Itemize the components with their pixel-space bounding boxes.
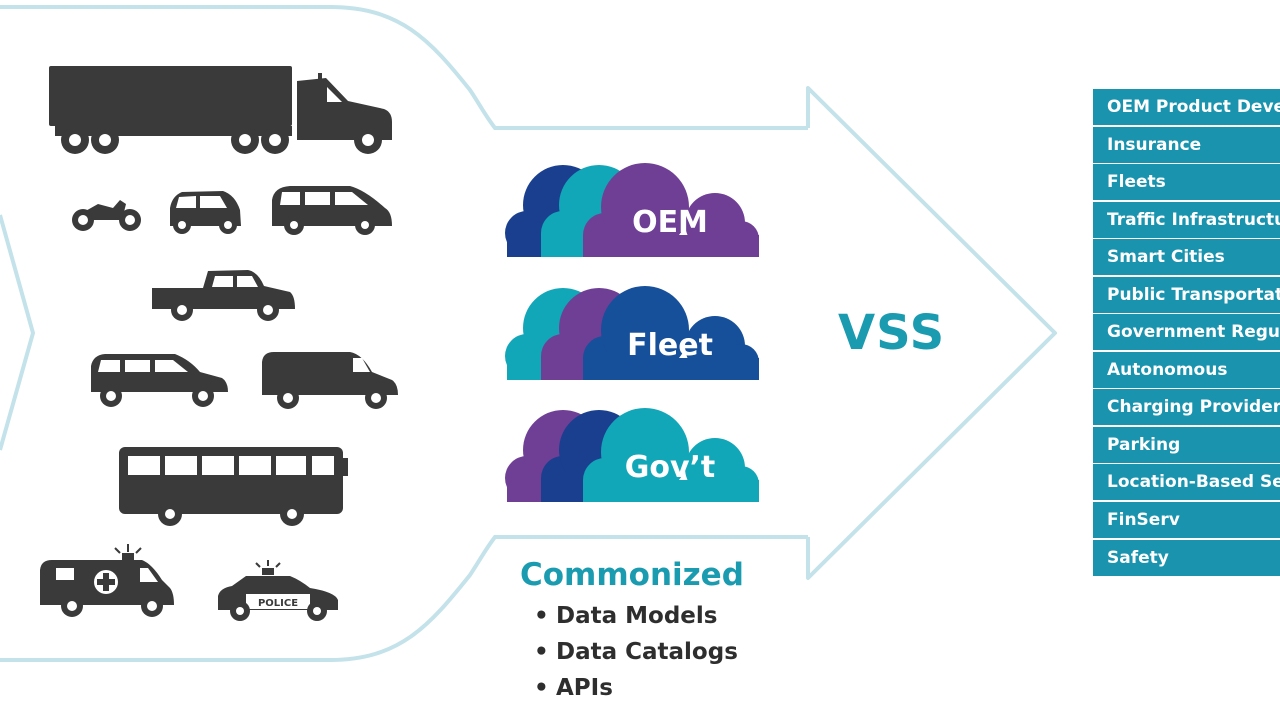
bus-icon — [119, 447, 348, 526]
industry-item: Fleets — [1093, 164, 1280, 201]
suv-icon — [91, 354, 228, 407]
govt-cloud: Gov’t — [505, 400, 765, 510]
commonized-item: •Data Catalogs — [534, 639, 738, 665]
industry-item: Parking — [1093, 426, 1280, 463]
industry-item: Traffic Infrastructure — [1093, 201, 1280, 238]
industry-item: Insurance — [1093, 126, 1280, 163]
commonized-item: •Data Models — [534, 603, 718, 629]
police-text: POLICE — [258, 598, 298, 609]
motorcycle-icon — [72, 200, 141, 231]
industry-item: Safety — [1093, 539, 1280, 576]
commonized-title: Commonized — [520, 557, 744, 593]
oem-cloud-label: OEM — [632, 205, 708, 240]
vss-arrow-head-outline — [806, 86, 1057, 580]
industry-item: Public Transportation — [1093, 276, 1280, 313]
fleet-cloud-label: Fleet — [627, 328, 713, 363]
pickup-icon — [152, 270, 295, 321]
industry-item: OEM Product Development — [1093, 89, 1280, 125]
oem-cloud: OEM — [505, 155, 765, 265]
industry-item: Smart Cities — [1093, 239, 1280, 276]
fleet-cloud: Fleet — [505, 278, 765, 388]
minivan-icon — [272, 186, 392, 235]
govt-cloud-label: Gov’t — [624, 450, 716, 485]
truck-icon — [49, 66, 392, 154]
ambulance-icon — [40, 544, 174, 617]
industry-list: OEM Product Development Insurance Fleets… — [1093, 89, 1280, 577]
commonized-item: •APIs — [534, 675, 613, 701]
chevron-inner-tip — [0, 214, 36, 451]
vss-label: VSS — [838, 305, 946, 361]
industry-item: Charging Providers — [1093, 389, 1280, 426]
van-icon — [262, 352, 398, 409]
industry-item: Location-Based Services — [1093, 464, 1280, 501]
police-car-icon: POLICE — [218, 560, 338, 621]
industry-item: Autonomous — [1093, 351, 1280, 388]
industry-item: Government Regulators — [1093, 314, 1280, 351]
industry-item: FinServ — [1093, 502, 1280, 539]
hatchback-icon — [170, 191, 241, 234]
vehicle-data-chevron-outline — [0, 5, 808, 662]
commonized-list: •Data Models •Data Catalogs •APIs — [534, 600, 738, 708]
